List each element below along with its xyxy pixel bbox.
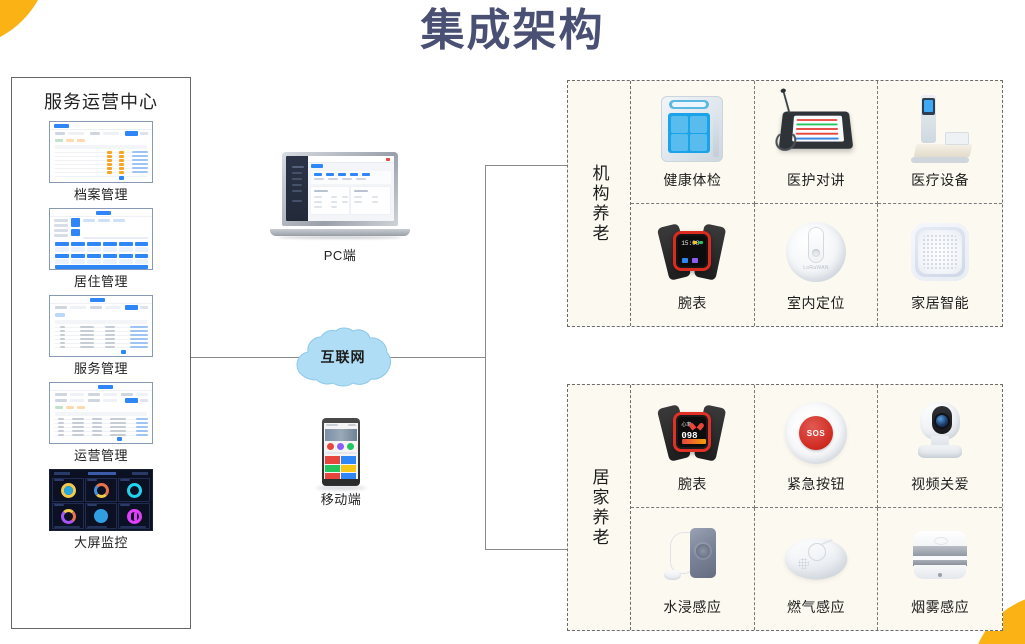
connector-left-to-cloud: [191, 357, 302, 358]
cloud-icon: [296, 327, 391, 387]
left-panel-item-list: 档案管理: [12, 113, 190, 555]
device-cell-health-kiosk[interactable]: 健康体检: [631, 81, 755, 204]
smart-home-sensor-icon: [878, 212, 1002, 292]
connector-trunk-to-home: [485, 549, 568, 550]
smart-watch-black-icon: 15:08: [631, 212, 754, 292]
smoke-detector-icon: [878, 516, 1002, 596]
pc-node[interactable]: PC端: [270, 152, 410, 266]
internet-cloud-label: 互联网: [320, 349, 366, 365]
device-cell-gas-sensor[interactable]: 燃气感应: [755, 507, 879, 630]
smartphone-icon: [316, 418, 366, 490]
left-panel-title: 服务运营中心: [44, 92, 158, 112]
list-item-label: 大屏监控: [73, 535, 128, 550]
gas-sensor-icon: [755, 516, 878, 596]
institution-care-label-text: 机构养老: [589, 163, 609, 244]
service-operation-center-panel: 服务运营中心: [11, 77, 191, 629]
device-cell-medical-station[interactable]: 医疗设备: [878, 81, 1002, 204]
list-item[interactable]: 服务管理: [12, 295, 190, 381]
device-cell-nurse-intercom[interactable]: 医护对讲: [754, 81, 879, 204]
table-report-screenshot: [49, 382, 153, 444]
institution-care-label: 机构养老: [568, 81, 631, 326]
device-cell-water-sensor[interactable]: 水浸感应: [631, 507, 755, 630]
mobile-node[interactable]: 移动端: [302, 418, 380, 510]
connector-trunk-to-institution: [485, 165, 568, 166]
indoor-locator-icon: LoRaWAN: [755, 212, 878, 292]
connector-trunk-vertical: [485, 165, 486, 550]
device-label: 家居智能: [911, 294, 970, 311]
list-item-label: 居住管理: [73, 274, 128, 289]
device-label: 紧急按钮: [786, 476, 845, 492]
sos-button-icon: SOS · · · · ·: [755, 393, 878, 473]
device-label: 医疗设备: [911, 172, 970, 188]
table-list-screenshot: [49, 295, 153, 357]
home-care-grid: 心率 098 腕表 SOS · · · · ·: [631, 385, 1002, 630]
pc-node-label: PC端: [323, 248, 357, 263]
device-label: 燃气感应: [786, 598, 845, 615]
smart-watch-red-icon: 心率 098: [631, 393, 754, 473]
list-item-label: 服务管理: [73, 361, 128, 376]
device-cell-sos-button[interactable]: SOS · · · · · 紧急按钮: [754, 385, 879, 508]
mobile-node-label: 移动端: [320, 492, 362, 507]
page-title: 集成架构: [420, 5, 605, 56]
device-cell-watch-red[interactable]: 心率 098 腕表: [631, 385, 755, 508]
watch-metric-label: 心率: [681, 422, 692, 428]
internet-cloud-node[interactable]: 互联网: [291, 326, 395, 388]
device-label: 水浸感应: [663, 598, 722, 615]
device-label: 腕表: [677, 294, 707, 311]
room-grid-blue-screenshot: [49, 208, 153, 270]
list-item[interactable]: 居住管理: [12, 208, 190, 294]
connector-cloud-to-trunk: [381, 357, 486, 358]
water-leak-sensor-icon: [631, 516, 754, 596]
sos-button-text: SOS: [798, 416, 833, 450]
device-label: 医护对讲: [786, 172, 845, 188]
institution-care-panel: 机构养老 健康体检: [567, 80, 1003, 327]
list-item[interactable]: 大屏监控: [12, 469, 190, 555]
home-care-label: 居家养老: [568, 385, 631, 630]
device-cell-watch-black[interactable]: 15:08 腕表: [631, 203, 755, 326]
locator-brand: LoRaWAN: [803, 264, 829, 271]
table-orange-status-screenshot: [49, 121, 153, 183]
nurse-intercom-icon: [755, 89, 878, 169]
device-label: 健康体检: [663, 172, 722, 188]
watch-metric-value: 098: [681, 431, 698, 441]
list-item-label: 运营管理: [73, 448, 128, 463]
device-cell-smart-home[interactable]: 家居智能: [878, 204, 1002, 327]
device-cell-smoke-detector[interactable]: 烟雾感应: [878, 508, 1002, 631]
laptop-icon: [270, 152, 410, 242]
home-care-panel: 居家养老 心率 098: [567, 384, 1003, 631]
list-item[interactable]: 档案管理: [12, 121, 190, 207]
device-cell-camera[interactable]: 视频关爱: [878, 385, 1002, 508]
device-label: 烟雾感应: [911, 598, 970, 615]
device-cell-indoor-locator[interactable]: LoRaWAN 室内定位: [755, 203, 879, 326]
device-label: 腕表: [677, 476, 707, 492]
device-label: 视频关爱: [911, 476, 970, 492]
medical-station-icon: [878, 89, 1002, 169]
home-care-label-text: 居家养老: [589, 467, 609, 548]
security-camera-icon: [878, 393, 1002, 473]
dark-dashboard-screenshot: [49, 469, 153, 531]
list-item[interactable]: 运营管理: [12, 382, 190, 468]
device-label: 室内定位: [786, 294, 845, 311]
watch-time: 15:08: [681, 239, 700, 247]
institution-care-grid: 健康体检 医护对讲: [631, 81, 1002, 326]
health-kiosk-icon: [631, 89, 754, 169]
list-item-label: 档案管理: [73, 187, 128, 202]
